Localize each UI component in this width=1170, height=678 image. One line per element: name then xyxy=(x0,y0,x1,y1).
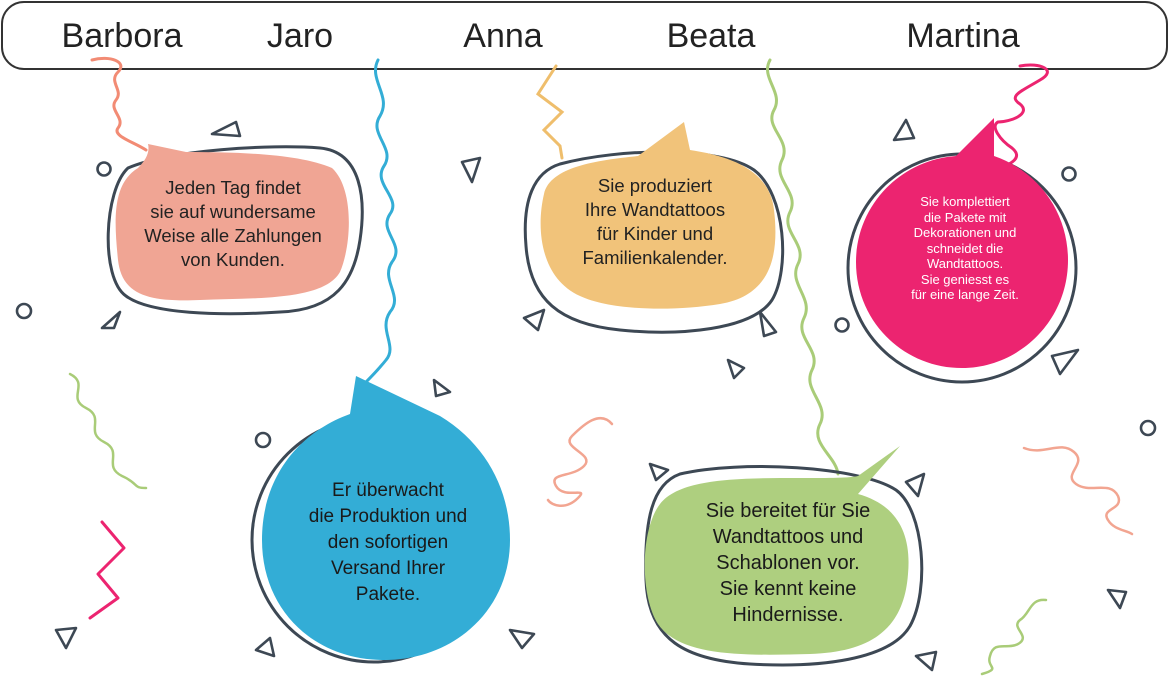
zigzag-pink-left xyxy=(88,520,126,620)
text-anna: Sie produziert Ihre Wandtattoos für Kind… xyxy=(582,175,728,268)
text-beata: Sie bereitet für Sie Wandtattoos und Sch… xyxy=(705,500,871,626)
squiggle-green-left xyxy=(68,372,148,490)
decor-triangles xyxy=(54,118,1128,672)
name-beata: Beata xyxy=(667,17,756,55)
text-martina: Sie komplettiert die Pakete mit Dekorati… xyxy=(911,194,1019,302)
string-martina xyxy=(993,63,1049,172)
text-barbora: Jeden Tag findet sie auf wundersame Weis… xyxy=(144,177,322,270)
squiggle-salmon-right xyxy=(1022,446,1134,536)
bubble-jaro xyxy=(262,376,510,660)
string-anna xyxy=(535,64,565,160)
name-jaro: Jaro xyxy=(267,17,333,55)
bubble-martina xyxy=(856,118,1068,368)
squiggle-green-right xyxy=(980,598,1048,676)
text-jaro: Er überwacht die Produktion und den sofo… xyxy=(308,480,468,605)
decor-circles xyxy=(15,161,1157,449)
bubble-anna xyxy=(540,122,776,309)
name-martina: Martina xyxy=(906,17,1019,55)
string-jaro xyxy=(364,58,398,384)
bubble-barbora xyxy=(115,144,349,301)
string-barbora xyxy=(90,56,148,152)
squiggle-salmon-middle xyxy=(546,417,614,507)
name-bar xyxy=(1,1,1168,70)
name-anna: Anna xyxy=(463,17,542,55)
string-beata xyxy=(766,58,840,476)
outline-barbora xyxy=(106,145,364,316)
name-barbora: Barbora xyxy=(62,17,183,55)
bubble-beata xyxy=(644,446,909,655)
